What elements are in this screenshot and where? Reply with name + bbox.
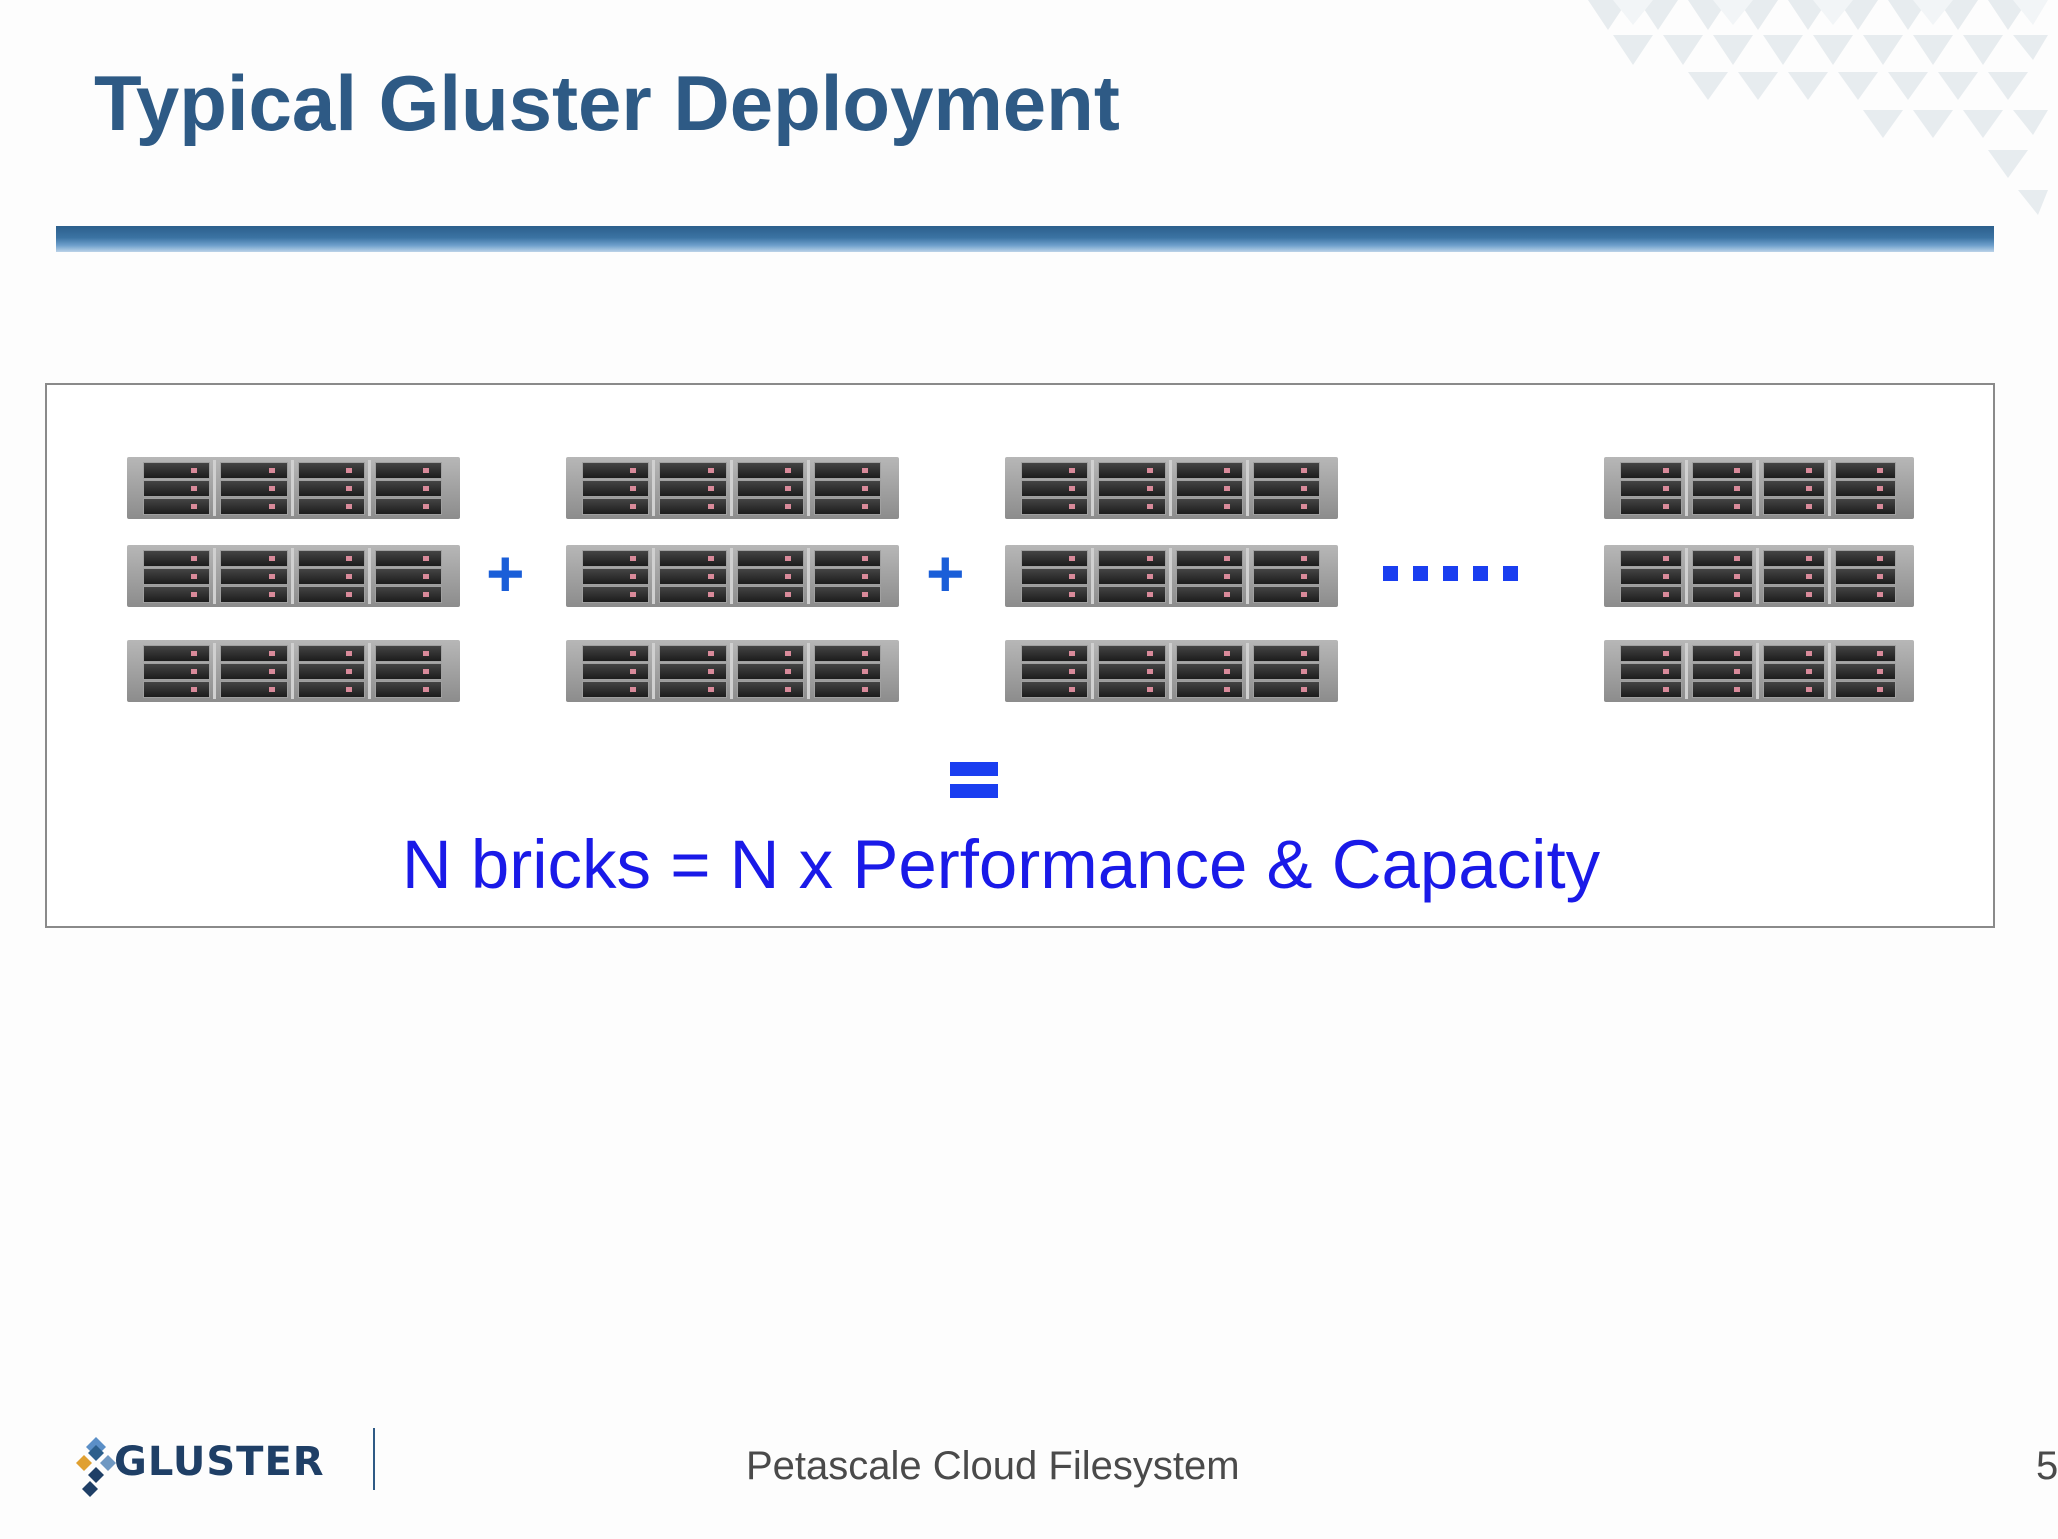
rack-server-icon [127, 640, 460, 702]
page-number: 5 [2036, 1444, 2058, 1488]
plus-icon: + [486, 536, 525, 610]
rack-server-icon [1604, 545, 1914, 607]
rack-server-icon [1604, 640, 1914, 702]
footer-divider [373, 1428, 375, 1490]
rack-server-icon [1005, 545, 1338, 607]
title-rule [56, 226, 1994, 252]
gluster-logo: GLUSTER [76, 1437, 378, 1507]
plus-icon: + [926, 536, 965, 610]
footer-subtitle: Petascale Cloud Filesystem [746, 1444, 1240, 1488]
slide-title: Typical Gluster Deployment [94, 59, 1120, 147]
equation-text: N bricks = N x Performance & Capacity [401, 826, 1601, 903]
rack-server-icon [566, 545, 899, 607]
rack-server-icon [566, 457, 899, 519]
rack-server-icon [566, 640, 899, 702]
rack-server-icon [1005, 457, 1338, 519]
ellipsis-icon [1383, 566, 1523, 582]
equals-icon [950, 760, 998, 800]
rack-server-icon [127, 545, 460, 607]
rack-server-icon [127, 457, 460, 519]
rack-server-icon [1005, 640, 1338, 702]
footer-brand: GLUSTER [114, 1439, 325, 1485]
corner-pattern-decoration [1588, 0, 2048, 215]
rack-server-icon [1604, 457, 1914, 519]
gluster-logo-icon [76, 1437, 116, 1497]
